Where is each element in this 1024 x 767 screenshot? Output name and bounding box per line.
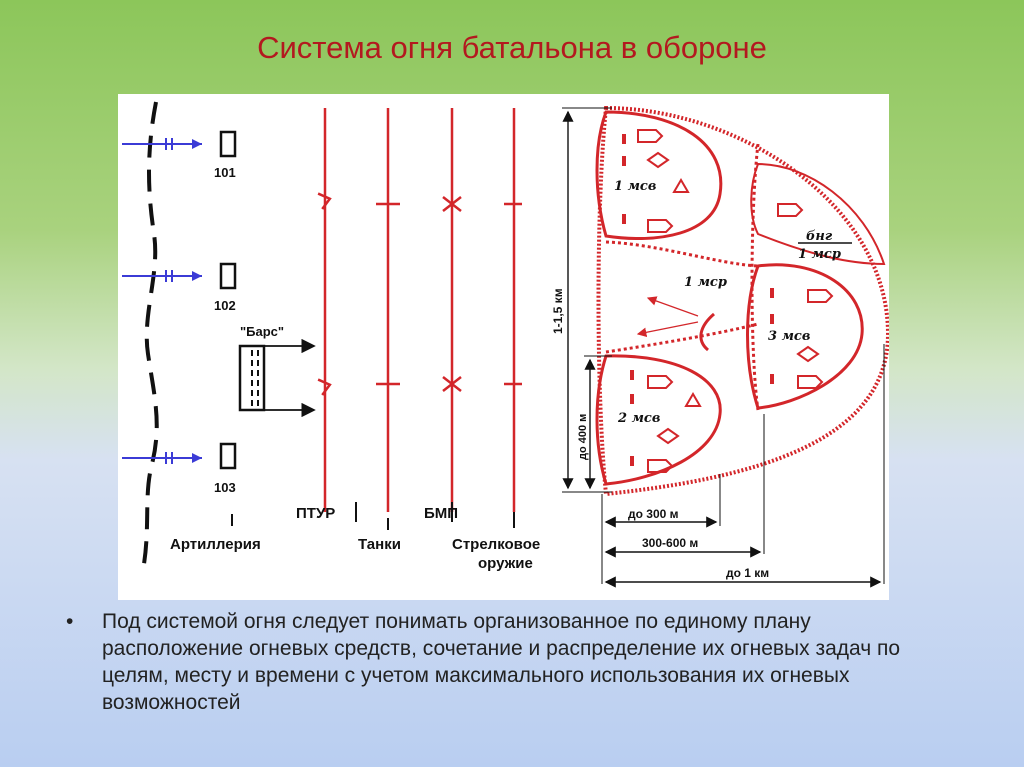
msv2-label: 2 мсв bbox=[617, 411, 660, 426]
small-arms-line bbox=[504, 108, 522, 512]
artillery-label: Артиллерия bbox=[170, 536, 261, 553]
artillery-unit-101: 101 bbox=[122, 130, 237, 180]
bars-label: "Барс" bbox=[240, 324, 284, 339]
artillery-unit-103: 103 bbox=[122, 442, 237, 495]
msr-bng-label: 1 мср bbox=[798, 247, 841, 262]
unit-103-label: 103 bbox=[214, 480, 236, 495]
bmp-label: БМП bbox=[424, 505, 458, 522]
forward-edge-line bbox=[142, 101, 159, 565]
msv3-label: 3 мсв bbox=[768, 329, 810, 344]
ptur-line bbox=[317, 108, 332, 512]
slide-title: Система огня батальона в обороне bbox=[257, 30, 767, 65]
ammo-marks bbox=[637, 129, 834, 473]
unit-102-label: 102 bbox=[214, 298, 236, 313]
bmp-line bbox=[442, 108, 462, 512]
depth-platoon-label: до 400 м bbox=[577, 414, 589, 460]
bullet-marker: • bbox=[66, 610, 74, 633]
ptur-label: ПТУР bbox=[296, 505, 335, 522]
depth-dimension: 1-1,5 км до 400 м bbox=[551, 107, 612, 493]
squad-marks bbox=[622, 134, 774, 466]
width-300-600-label: 300-600 м bbox=[642, 536, 698, 550]
battalion-area: 1 мсв 2 мсв 3 мсв 1 мср бнг 1 мср bbox=[595, 105, 889, 497]
width-1km-label: до 1 км bbox=[726, 566, 769, 580]
unit-101-label: 101 bbox=[214, 165, 236, 180]
bng-label: бнг bbox=[806, 229, 833, 244]
description-text: Под системой огня следует понимать орган… bbox=[102, 610, 901, 714]
msr1-label: 1 мср bbox=[684, 275, 727, 290]
width-300-label: до 300 м bbox=[628, 507, 679, 521]
small-arms-label-2: оружие bbox=[478, 555, 533, 572]
msv1-label: 1 мсв bbox=[614, 179, 656, 194]
tanks-line bbox=[376, 108, 400, 512]
fire-system-diagram: 101 102 103 "Барс" bbox=[118, 94, 889, 600]
tanks-label: Танки bbox=[358, 536, 401, 553]
depth-total-label: 1-1,5 км bbox=[551, 288, 565, 334]
artillery-unit-102: 102 bbox=[122, 262, 237, 313]
width-dimensions: до 300 м 300-600 м до 1 км bbox=[601, 344, 885, 588]
bars-system: "Барс" bbox=[238, 324, 316, 418]
small-arms-label-1: Стрелковое bbox=[452, 536, 540, 553]
